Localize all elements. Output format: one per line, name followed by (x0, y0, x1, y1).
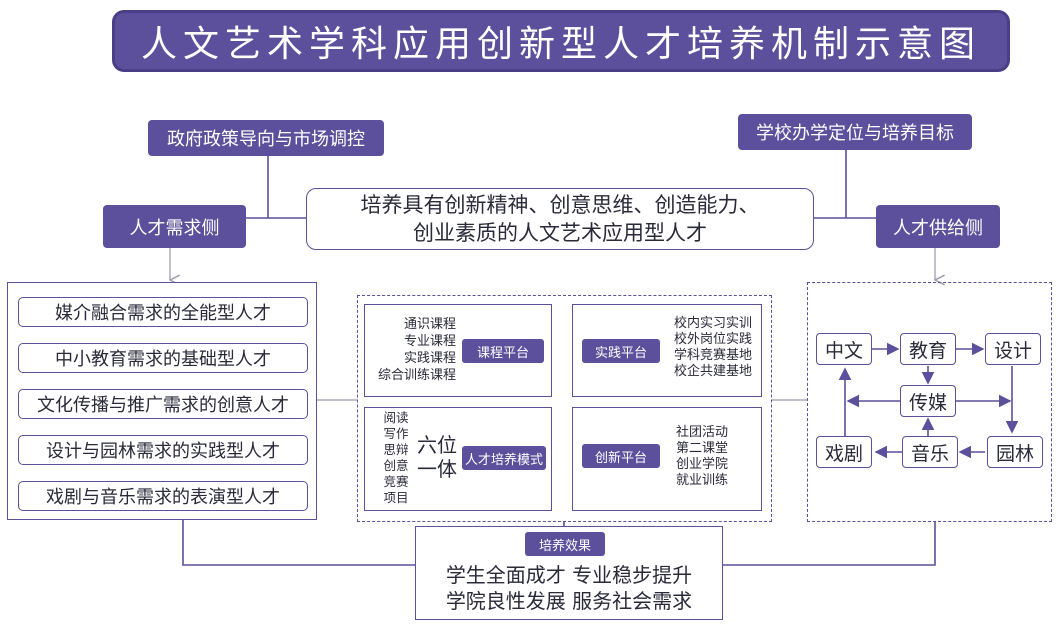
model-item: 写作 (383, 426, 409, 441)
practice-item: 学科竞赛基地 (674, 348, 753, 363)
model-item: 阅读 (383, 410, 409, 425)
practice-list: 校内实习实训 校外岗位实践 学科竞赛基地 校企共建基地 (674, 316, 760, 380)
demand-item: 设计与园林需求的实践型人才 (18, 435, 308, 465)
training-goal-box: 培养具有创新精神、创意思维、创造能力、 创业素质的人文艺术应用型人才 (306, 188, 814, 250)
supply-side-tag: 人才供给侧 (876, 205, 1000, 248)
demand-item: 文化传播与推广需求的创意人才 (18, 389, 308, 419)
page-title: 人文艺术学科应用创新型人才培养机制示意图 (112, 10, 1010, 72)
course-item: 专业课程 (403, 334, 456, 349)
innovation-item: 社团活动 (676, 425, 729, 440)
demand-item: 媒介融合需求的全能型人才 (18, 297, 308, 327)
six-in-one-text: 六位 一体 (414, 433, 460, 481)
line-left-to-effect (182, 520, 415, 566)
model-item: 思辩 (383, 442, 409, 457)
demand-side-tag: 人才需求侧 (103, 205, 246, 248)
training-model-label: 人才培养模式 (462, 446, 546, 470)
six-line-1: 六位 (417, 433, 457, 457)
model-item: 创意 (383, 458, 409, 473)
innovation-item: 创业学院 (676, 457, 729, 472)
demand-item: 中小教育需求的基础型人才 (18, 343, 308, 373)
six-line-2: 一体 (417, 457, 457, 481)
model-item: 竞赛 (383, 474, 409, 489)
practice-platform-label: 实践平台 (582, 339, 660, 363)
school-goal-tag: 学校办学定位与培养目标 (738, 114, 972, 150)
effect-label: 培养效果 (525, 532, 605, 556)
demand-item: 戏剧与音乐需求的表演型人才 (18, 481, 308, 511)
course-list: 通识课程 专业课程 实践课程 综合训练课程 (370, 316, 456, 384)
effect-line-1: 学生全面成才 专业稳步提升 (445, 563, 693, 587)
model-char-list: 阅读 写作 思辩 创意 竞赛 项目 (379, 410, 413, 506)
node-education: 教育 (900, 333, 956, 365)
course-item: 实践课程 (403, 351, 456, 366)
practice-item: 校外岗位实践 (674, 332, 753, 347)
gov-policy-tag: 政府政策导向与市场调控 (148, 120, 384, 156)
line-right-to-effect (723, 522, 936, 566)
node-music: 音乐 (902, 436, 958, 468)
node-drama: 戏剧 (816, 436, 872, 468)
node-design: 设计 (985, 333, 1041, 365)
course-platform-label: 课程平台 (462, 339, 544, 363)
node-garden: 园林 (987, 436, 1043, 468)
goal-line-1: 培养具有创新精神、创意思维、创造能力、 (360, 193, 760, 217)
supply-panel (807, 282, 1052, 522)
innovation-list: 社团活动 第二课堂 创业学院 就业训练 (676, 425, 756, 489)
innovation-item: 就业训练 (676, 473, 729, 488)
effect-line-2: 学院良性发展 服务社会需求 (445, 589, 693, 613)
innovation-item: 第二课堂 (676, 441, 729, 456)
node-chinese: 中文 (816, 333, 872, 365)
model-item: 项目 (383, 490, 409, 505)
practice-item: 校内实习实训 (674, 316, 753, 331)
course-item: 综合训练课程 (377, 368, 456, 383)
course-item: 通识课程 (403, 317, 456, 332)
innovation-platform-label: 创新平台 (582, 444, 660, 468)
practice-item: 校企共建基地 (674, 364, 753, 379)
node-media: 传媒 (900, 385, 956, 417)
effect-text: 学生全面成才 专业稳步提升 学院良性发展 服务社会需求 (415, 562, 723, 614)
goal-line-2: 创业素质的人文艺术应用型人才 (413, 221, 707, 245)
